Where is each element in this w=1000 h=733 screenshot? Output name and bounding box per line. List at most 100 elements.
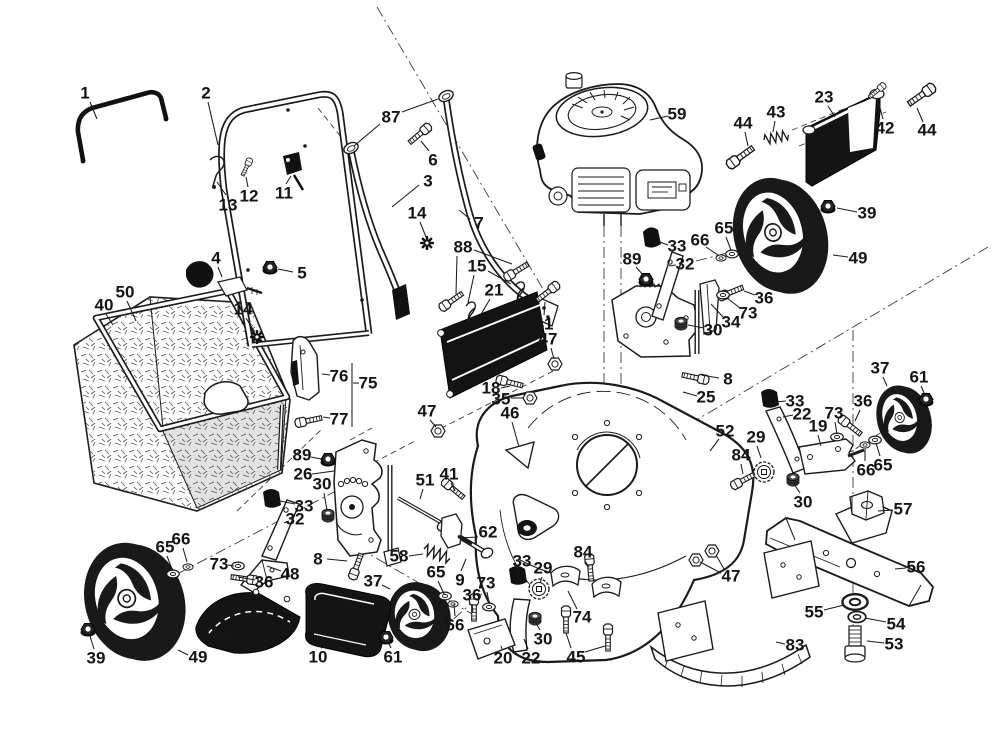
svg-text:34: 34 [722, 313, 741, 332]
blade-adapter-57 [835, 490, 893, 544]
part-label-8: 8 [313, 550, 348, 569]
svg-text:3: 3 [423, 172, 432, 191]
part-label-59: 59 [649, 105, 686, 124]
washer-66 [182, 563, 194, 571]
svg-text:15: 15 [468, 257, 487, 276]
part-label-37: 37 [364, 572, 391, 591]
svg-text:39: 39 [858, 204, 877, 223]
part-label-73: 73 [726, 297, 757, 323]
part-label-18: 18 [482, 379, 511, 398]
svg-text:36: 36 [463, 586, 482, 605]
knob-4 [186, 261, 263, 297]
part-label-52: 52 [709, 422, 735, 452]
nut-5 [262, 261, 278, 275]
cam-29 [528, 578, 550, 600]
svg-text:30: 30 [704, 321, 723, 340]
svg-text:44: 44 [734, 114, 753, 133]
svg-text:40: 40 [95, 296, 114, 315]
washer-66 [715, 254, 727, 262]
deck-vent-46 [504, 441, 535, 470]
svg-text:66: 66 [172, 530, 191, 549]
svg-text:25: 25 [697, 388, 716, 407]
part-label-51: 51 [416, 471, 435, 500]
part-label-50: 50 [116, 283, 137, 322]
part-label-20: 20 [494, 645, 512, 668]
nut-35 [522, 391, 538, 405]
part-label-45: 45 [565, 632, 606, 667]
part-label-32: 32 [668, 255, 694, 274]
part-label-9: 9 [455, 558, 467, 590]
svg-text:14: 14 [234, 300, 253, 319]
grip-pad-33 [643, 227, 661, 248]
washer-65 [438, 591, 452, 601]
wheel-49-rear-right [720, 166, 840, 305]
washer-55 [841, 593, 869, 611]
svg-text:11: 11 [275, 184, 293, 203]
svg-text:4: 4 [211, 249, 221, 268]
svg-text:33: 33 [668, 237, 687, 256]
bracket-62 [440, 513, 463, 549]
part-label-36: 36 [463, 586, 482, 613]
svg-text:51: 51 [416, 471, 435, 490]
part-label-56: 56 [894, 558, 925, 577]
washer-65 [725, 249, 739, 259]
grip-pad-33 [263, 489, 281, 508]
blade-bolt-53 [844, 625, 866, 663]
svg-text:19: 19 [809, 417, 828, 436]
svg-text:50: 50 [116, 283, 135, 302]
nut-89 [638, 273, 654, 287]
part-label-22: 22 [782, 405, 811, 424]
nut-47 [688, 553, 704, 567]
svg-text:8: 8 [313, 550, 322, 569]
svg-text:66: 66 [691, 231, 710, 250]
part-label-66: 66 [691, 231, 719, 256]
clamp-74 [591, 576, 622, 599]
part-label-49: 49 [177, 648, 207, 667]
svg-text:89: 89 [293, 446, 312, 465]
spring-43 [762, 129, 791, 146]
part-label-53: 53 [866, 635, 903, 654]
part-label-14: 14 [408, 204, 427, 238]
svg-text:32: 32 [286, 510, 305, 529]
part-label-3: 3 [391, 172, 433, 208]
bushing-30 [674, 316, 688, 332]
part-label-11: 11 [275, 175, 293, 203]
part-label-29: 29 [534, 559, 552, 584]
part-label-8: 8 [700, 370, 733, 389]
part-label-47: 47 [418, 402, 436, 428]
svg-text:9: 9 [455, 571, 464, 590]
part-label-61: 61 [384, 641, 403, 667]
svg-text:37: 37 [871, 359, 890, 378]
part-label-74: 74 [567, 590, 592, 627]
svg-text:37: 37 [364, 572, 383, 591]
svg-text:22: 22 [522, 649, 541, 668]
svg-text:65: 65 [156, 538, 175, 557]
svg-text:65: 65 [715, 219, 734, 238]
rear-skirt-83 [649, 540, 820, 687]
svg-text:89: 89 [623, 250, 642, 269]
svg-text:21: 21 [485, 281, 504, 300]
part-label-73: 73 [210, 555, 235, 574]
bolt-44 [724, 142, 757, 171]
wheel-37-front-right [869, 379, 939, 461]
grip-cap-87 [436, 87, 456, 105]
part-label-21: 21 [479, 281, 504, 317]
svg-text:23: 23 [815, 88, 834, 107]
svg-text:61: 61 [384, 648, 403, 667]
svg-text:52: 52 [716, 422, 735, 441]
part-label-10: 10 [309, 645, 328, 667]
svg-text:49: 49 [849, 249, 868, 268]
part-label-62: 62 [457, 523, 497, 542]
part-label-31: 31 [201, 628, 231, 647]
part-label-57: 57 [877, 500, 912, 519]
part-label-87: 87 [353, 98, 439, 147]
part-label-1: 1 [80, 84, 98, 120]
svg-text:47: 47 [539, 330, 558, 349]
svg-text:10: 10 [309, 648, 328, 667]
bolt-41 [533, 279, 562, 305]
bolt-6 [406, 121, 434, 147]
lever-22-bottom [509, 598, 531, 653]
part-label-55: 55 [805, 603, 845, 622]
svg-text:45: 45 [567, 648, 586, 667]
